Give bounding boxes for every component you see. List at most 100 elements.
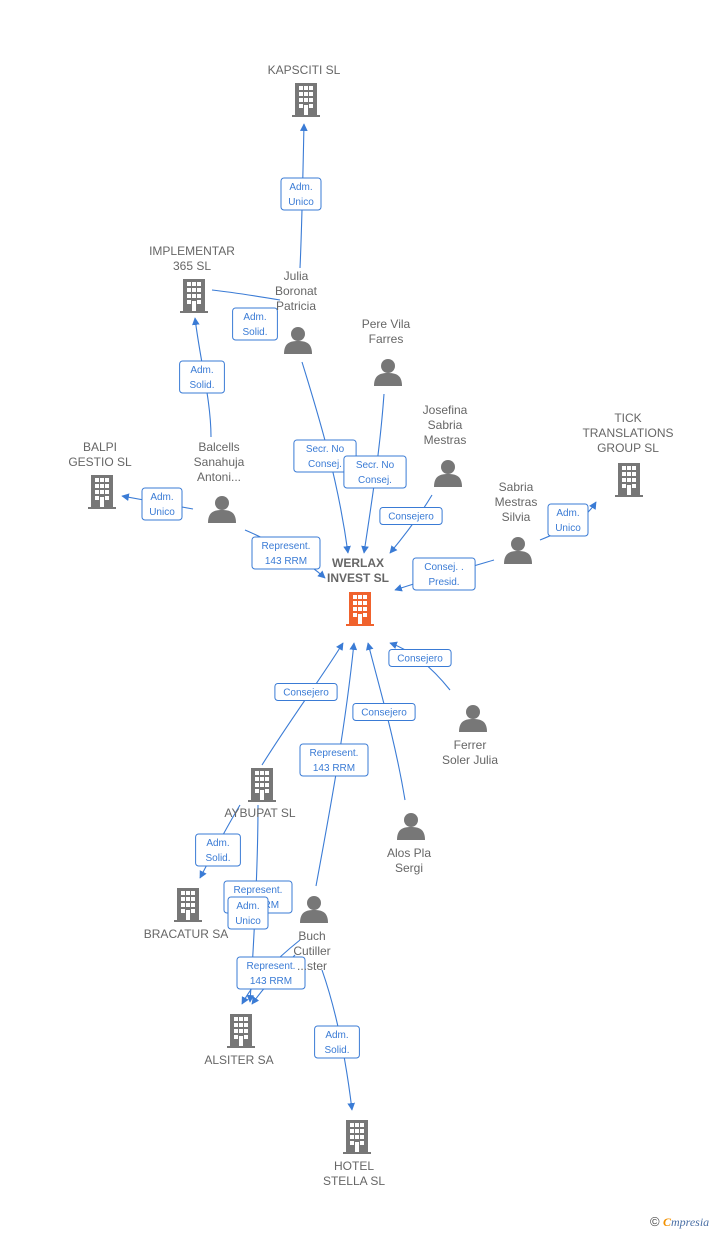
node-label: Pere Vila [362, 317, 411, 331]
node-label: Mestras [424, 433, 467, 447]
edge-label-box [379, 507, 443, 525]
edge-label-aybupat-werlax[interactable]: Consejero [274, 683, 338, 701]
copyright-icon: © [650, 1214, 660, 1229]
node-label: Cutiller [293, 944, 330, 958]
node-label: Sabria [428, 418, 463, 432]
building-icon [292, 83, 320, 117]
node-label: ...ster [297, 959, 327, 973]
node-kapsciti[interactable]: KAPSCITI SL [268, 63, 341, 117]
edge-label-julia-implementar[interactable]: Adm.Solid. [232, 307, 278, 341]
node-aybupat[interactable]: AYBUPAT SL [224, 768, 296, 820]
node-label: Soler Julia [442, 753, 498, 767]
node-label: Mestras [495, 495, 538, 509]
building-icon [343, 1120, 371, 1154]
edge-label-ferrer-werlax[interactable]: Consejero [388, 649, 452, 667]
node-label: Sanahuja [194, 455, 245, 469]
edge-label-text: Adm. [289, 182, 312, 193]
building-icon [346, 592, 374, 626]
node-balcells[interactable]: BalcellsSanahujaAntoni... [194, 440, 245, 523]
node-bracatur[interactable]: BRACATUR SA [144, 888, 228, 941]
edge-label-box [251, 536, 321, 570]
person-icon [374, 359, 402, 386]
edge-label-box [236, 956, 306, 990]
edge-label-box [280, 177, 322, 211]
edge-label-text: Adm. [206, 838, 229, 849]
edge-label-text: Represent. [310, 748, 359, 759]
edge-label-julia-kapsciti[interactable]: Adm.Unico [280, 177, 322, 211]
edge-label-text: Solid. [205, 853, 230, 864]
node-label: Antoni... [197, 470, 241, 484]
edge-label-balcells-balpi[interactable]: Adm.Unico [141, 487, 183, 521]
edge-label-alos-werlax[interactable]: Consejero [352, 703, 416, 721]
person-icon [459, 705, 487, 732]
node-label: AYBUPAT SL [224, 806, 295, 820]
node-label: Boronat [275, 284, 318, 298]
edge-label-box [343, 455, 407, 489]
edge-label-sabria-werlax[interactable]: Consej. . Presid. [412, 557, 476, 591]
edge-label-text: Unico [555, 523, 581, 534]
edge-julia-implementar [211, 289, 281, 301]
edge-label-text: Consejero [361, 708, 407, 719]
edge-label-text: Presid. [428, 577, 459, 588]
edge-aybupat-werlax [261, 642, 344, 766]
edge-label-aybupat-bracatur[interactable]: Adm. Solid. [195, 833, 241, 867]
edge-label-buch-alsiter-rep[interactable]: Represent.143 RRM [236, 956, 306, 990]
edge-label-text: Adm. [556, 508, 579, 519]
edge-label-buch-alsiter[interactable]: Adm.Unico [227, 896, 269, 930]
edge-label-box [352, 703, 416, 721]
node-label: Alos Pla [387, 846, 431, 860]
node-label: GROUP SL [597, 441, 659, 455]
edge-label-text: Adm. [243, 312, 266, 323]
edge-label-josefina-werlax[interactable]: Consejero [379, 507, 443, 525]
person-icon [208, 496, 236, 523]
edge-label-text: Consej. [308, 459, 342, 470]
building-icon [180, 279, 208, 313]
person-icon [397, 813, 425, 840]
node-label: KAPSCITI SL [268, 63, 341, 77]
edge-label-text: Adm. [190, 365, 213, 376]
node-label: TRANSLATIONS [582, 426, 673, 440]
edge-label-text: Consej. . [424, 562, 463, 573]
node-label: HOTEL [334, 1159, 374, 1173]
edge-label-text: 143 RRM [265, 556, 307, 567]
node-label: Julia [284, 269, 309, 283]
edge-label-buch-werlax[interactable]: Represent.143 RRM [299, 743, 369, 777]
edge-label-balcells-werlax[interactable]: Represent. 143 RRM [251, 536, 321, 570]
node-alsiter[interactable]: ALSITER SA [204, 1014, 274, 1067]
node-label: Ferrer [454, 738, 487, 752]
edge-label-box [195, 833, 241, 867]
person-icon [504, 537, 532, 564]
edge-label-text: Represent. [262, 541, 311, 552]
node-label: Buch [298, 929, 325, 943]
edge-label-text: Secr. No [306, 444, 345, 455]
node-label: BRACATUR SA [144, 927, 228, 941]
edge-label-text: Represent. [247, 961, 296, 972]
edge-label-balcells-implementar[interactable]: Adm.Solid. [179, 360, 225, 394]
node-label: BALPI [83, 440, 117, 454]
person-icon [284, 327, 312, 354]
edge-label-box [274, 683, 338, 701]
person-icon [434, 460, 462, 487]
edge-label-text: Adm. [325, 1030, 348, 1041]
edge-label-box [547, 503, 589, 537]
edge-label-buch-hotel[interactable]: Adm.Solid. [314, 1025, 360, 1059]
building-icon [248, 768, 276, 802]
node-label: STELLA SL [323, 1174, 385, 1188]
edge-label-text: Consej. [358, 475, 392, 486]
edge-label-sabria-tick[interactable]: Adm. Unico [547, 503, 589, 537]
node-label: 365 SL [173, 259, 211, 273]
